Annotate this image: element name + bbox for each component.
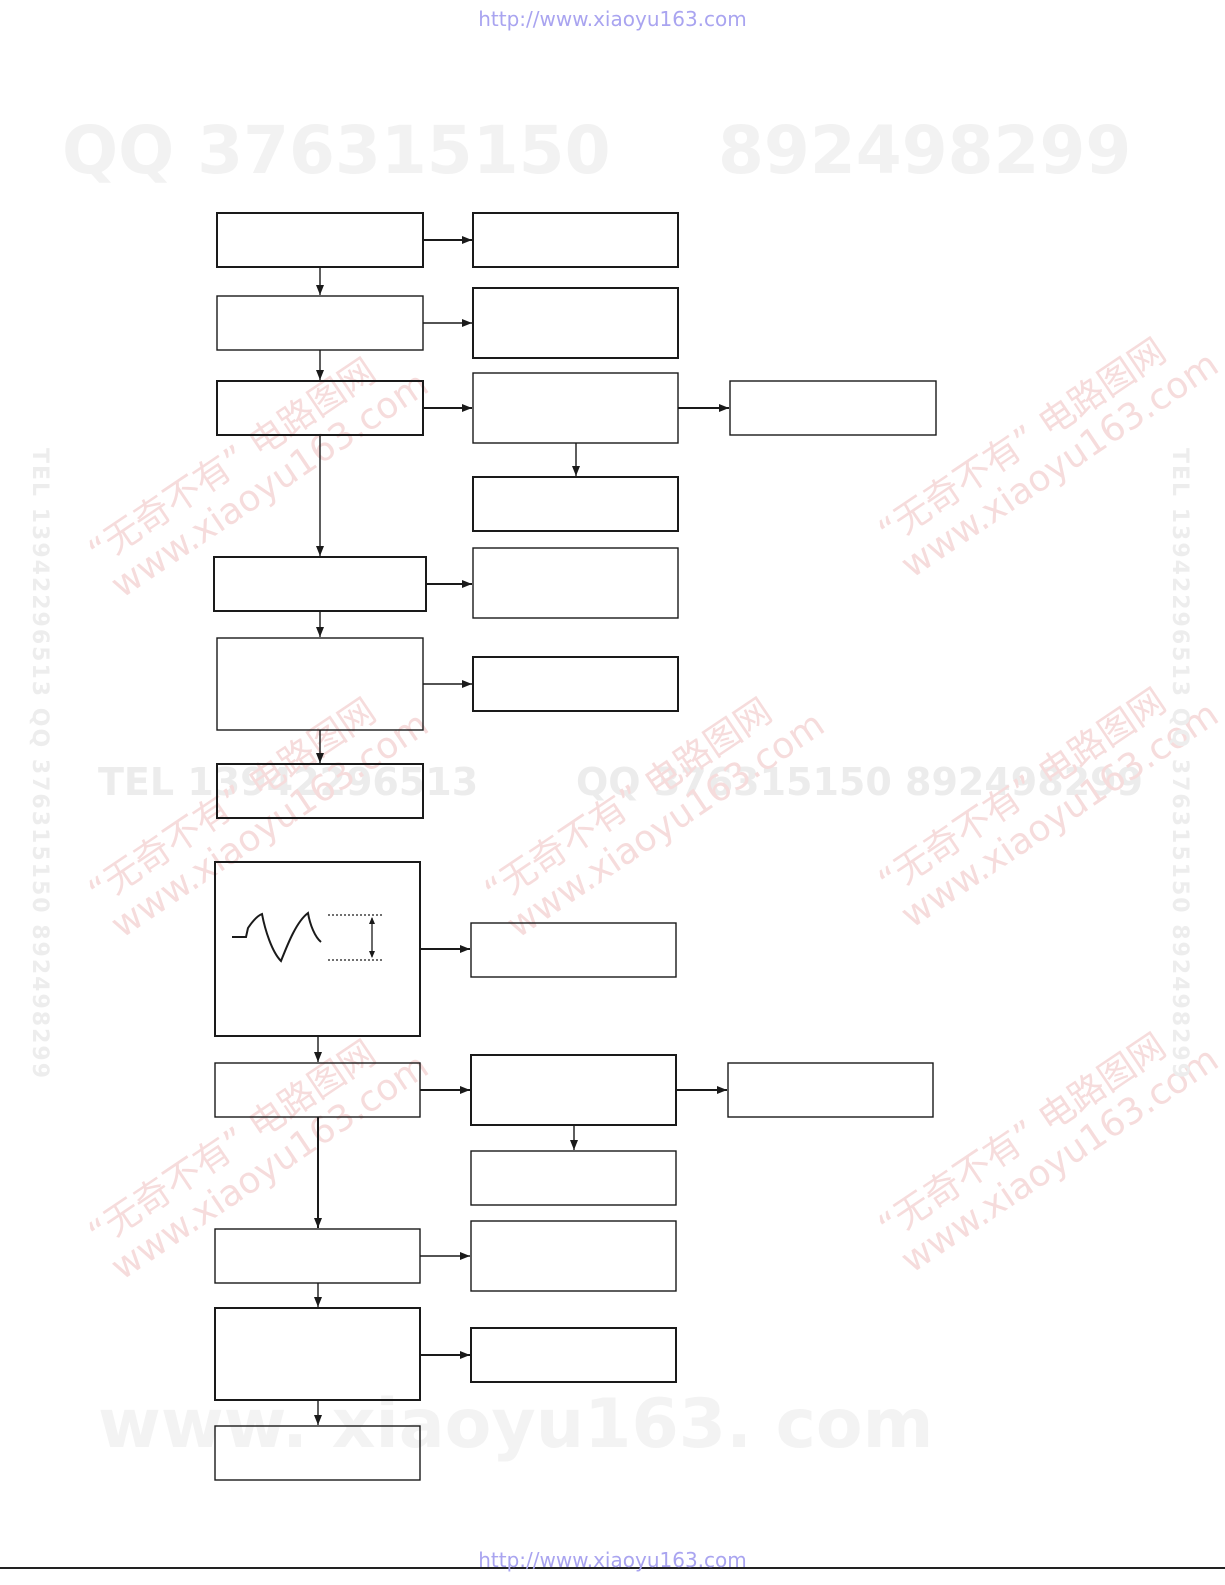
flow-box <box>216 212 424 268</box>
flow-box <box>214 1425 421 1481</box>
watermark-qq: QQ 376315150 <box>62 112 611 189</box>
watermark-site: www. xiaoyu163. com <box>98 1385 934 1464</box>
flow-box <box>216 637 424 731</box>
watermark-qq-mid: QQ 376315150 892498299 <box>576 760 1143 804</box>
flow-box <box>472 476 679 532</box>
flow-box <box>470 1150 677 1206</box>
flow-box <box>216 295 424 351</box>
flow-box <box>472 287 679 359</box>
flow-box <box>213 556 427 612</box>
flow-box <box>470 1220 677 1292</box>
flow-box <box>727 1062 934 1118</box>
flow-box <box>472 547 679 619</box>
waveform-icon <box>232 911 322 963</box>
footer-url[interactable]: http://www.xiaoyu163.com <box>478 1548 747 1572</box>
flow-box <box>470 1054 677 1126</box>
flow-box <box>216 380 424 436</box>
flow-box <box>729 380 937 436</box>
flow-box <box>472 372 679 444</box>
page-bottom-rule <box>0 1567 1225 1569</box>
flow-box <box>472 656 679 712</box>
watermark-qq-2: 892498299 <box>718 112 1132 189</box>
flow-box <box>470 1327 677 1383</box>
flow-box <box>214 1228 421 1284</box>
header-url[interactable]: http://www.xiaoyu163.com <box>478 7 747 31</box>
flow-box <box>214 1062 421 1118</box>
watermark-tel: TEL 13942296513 <box>98 760 479 804</box>
flow-box <box>472 212 679 268</box>
flow-box <box>216 763 424 819</box>
amplitude-arrow-up-icon <box>369 917 375 924</box>
waveform-box <box>214 861 421 1037</box>
flow-box <box>214 1307 421 1401</box>
flow-box <box>470 922 677 978</box>
amplitude-arrow-down-icon <box>369 951 375 958</box>
